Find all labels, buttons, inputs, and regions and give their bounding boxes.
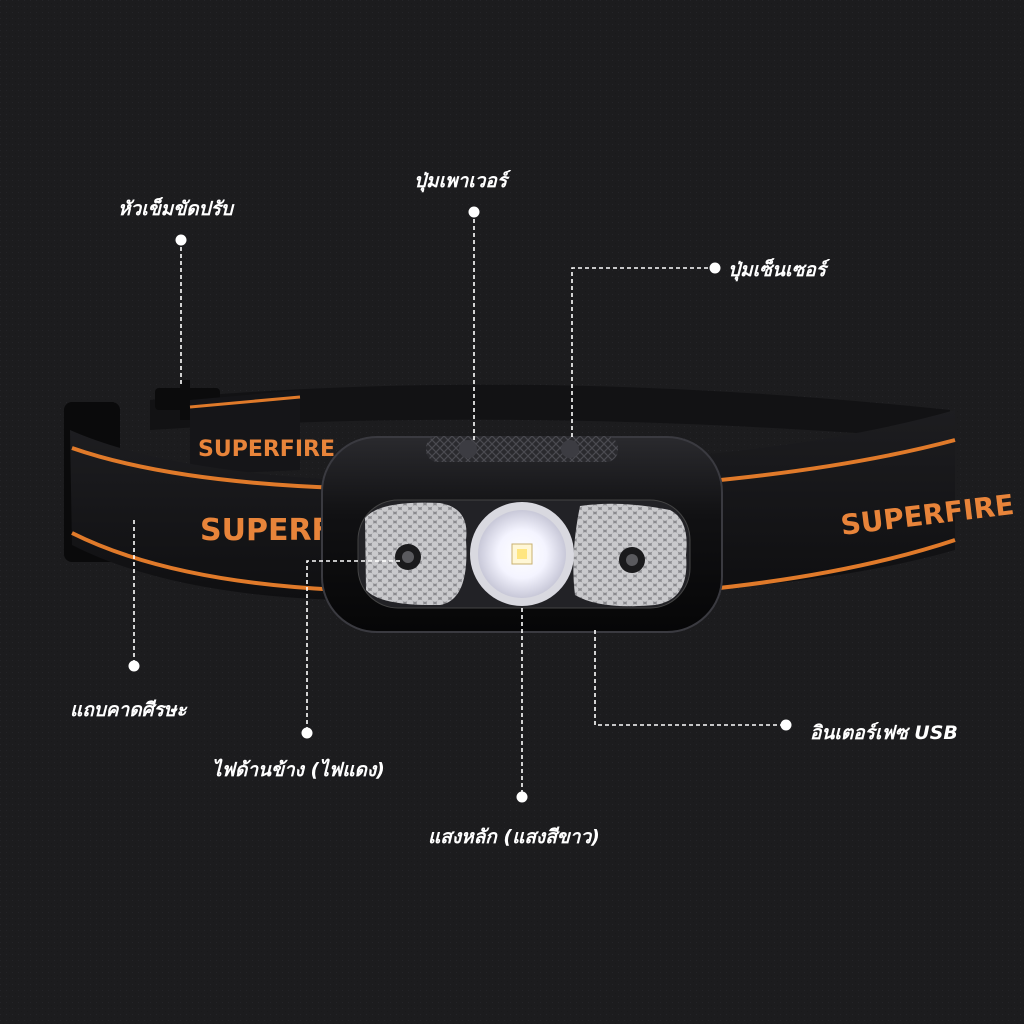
usb-interface-label: อินเตอร์เฟซ USB (810, 722, 958, 744)
strap-right: SUPERFIRE (699, 410, 1016, 592)
main-light-label: แสงหลัก (แสงสีขาว) (428, 826, 600, 848)
adjust-buckle-label: หัวเข็มขัดปรับ (118, 198, 233, 220)
power-button-label: ปุ่มเพาเวอร์ (414, 170, 508, 192)
strap-left: SUPERFIRE (70, 430, 387, 600)
power-button[interactable] (459, 440, 477, 458)
headband-label: แถบคาดศีรษะ (70, 699, 187, 721)
strap-back (150, 384, 950, 440)
sensor-button-label: ปุ่มเซ็นเซอร์ (728, 259, 826, 281)
rear-brand-text: SUPERFIRE (198, 437, 335, 462)
callout-dots (128, 206, 792, 803)
sensor-button[interactable] (561, 440, 579, 458)
button-strip (426, 436, 618, 462)
strap-rear-segment: SUPERFIRE (189, 390, 335, 475)
side-light-label: ไฟด้านข้าง (ไฟแดง) (212, 759, 385, 781)
callout-lines (133, 212, 786, 797)
headlamp-housing (321, 436, 723, 633)
